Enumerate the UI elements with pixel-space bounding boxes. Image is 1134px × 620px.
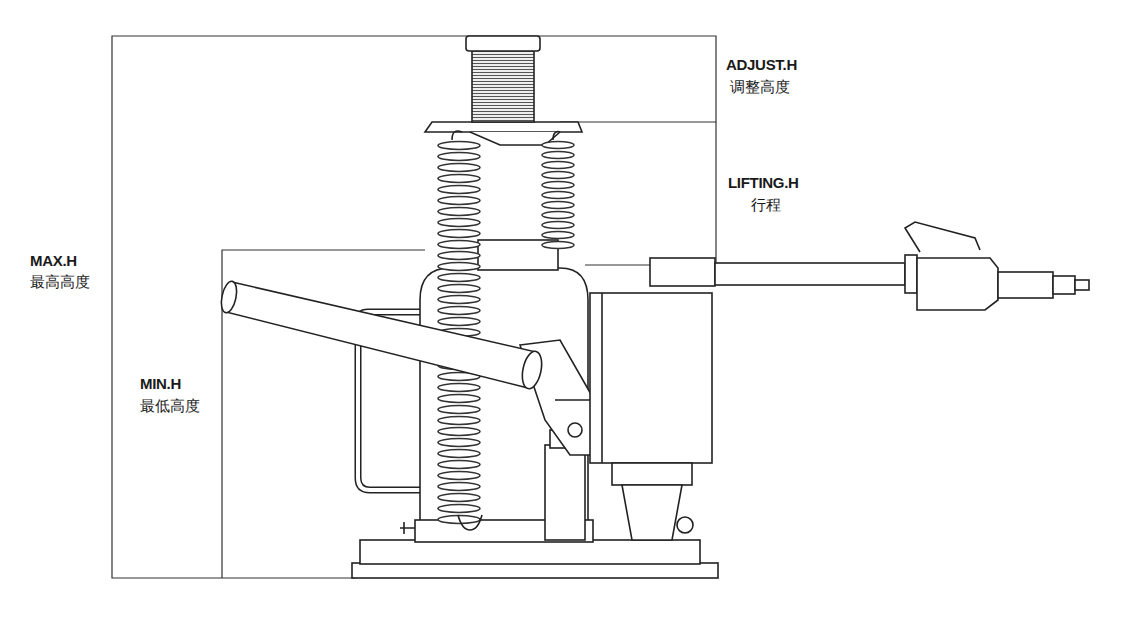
dimension-label: MAX.H — [28, 252, 79, 270]
dimension-label: LIFTING.H — [726, 174, 801, 192]
jack-drawing — [219, 36, 1089, 578]
dimension-label: 最高高度 — [28, 273, 92, 291]
dimension-label: MIN.H — [138, 375, 183, 393]
dimension-label: ADJUST.H — [724, 56, 799, 74]
dimension-label: 调整高度 — [728, 78, 792, 96]
dimension-label: 行程 — [749, 196, 783, 214]
dimension-label: 最低高度 — [138, 397, 202, 415]
dimension-frame — [112, 36, 716, 578]
